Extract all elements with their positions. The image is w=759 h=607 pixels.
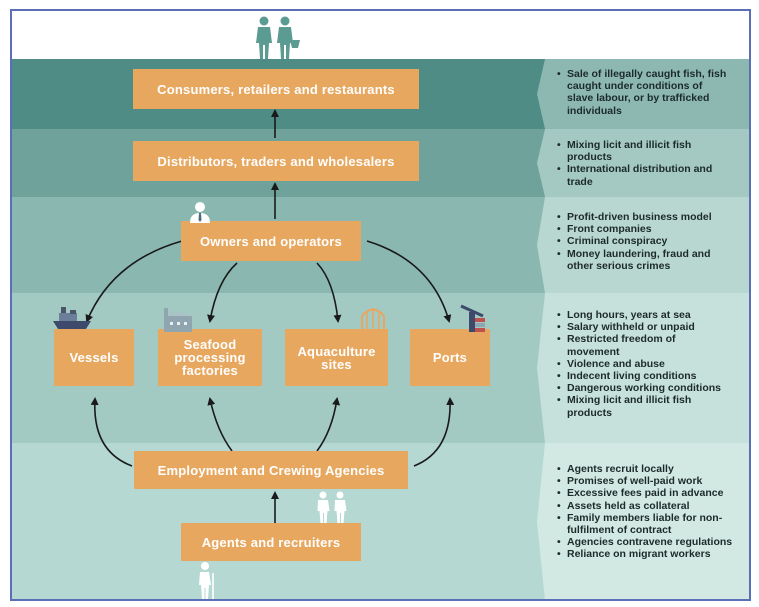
note-item: Salary withheld or unpaid	[557, 321, 722, 333]
notes-recruitment: Agents recruit locallyPromises of well-p…	[557, 463, 742, 561]
arrow-owners-to-vessels	[85, 240, 183, 323]
box-consumers: Consumers, retailers and restaurants	[133, 69, 419, 109]
notes-distributors: Mixing licit and illicit fish productsIn…	[557, 139, 727, 188]
note-item: Sale of illegally caught fish, fish caug…	[557, 68, 727, 117]
box-owners: Owners and operators	[181, 221, 361, 261]
box-ports: Ports	[410, 329, 490, 386]
arrow-employment-to-seafood	[207, 397, 233, 452]
note-item: Promises of well-paid work	[557, 475, 742, 487]
worker-icon	[199, 562, 214, 599]
aquaculture-cage-icon	[361, 308, 385, 331]
note-item: Reliance on migrant workers	[557, 548, 742, 560]
owner-person-icon	[190, 202, 210, 223]
note-item: International distribution and trade	[557, 163, 727, 187]
box-distributors: Distributors, traders and wholesalers	[133, 141, 419, 181]
note-item: Long hours, years at sea	[557, 309, 722, 321]
arrow-owners-to-ports	[366, 240, 452, 323]
consumers-couple-icon	[256, 16, 300, 59]
box-vessels: Vessels	[54, 329, 134, 386]
arrow-owners-to-seafood	[207, 262, 238, 323]
box-seafood: Seafood processing factories	[158, 329, 262, 386]
vessel-icon	[53, 307, 91, 329]
note-item: Violence and abuse	[557, 358, 722, 370]
notes-operations: Long hours, years at seaSalary withheld …	[557, 309, 722, 419]
notes-consumers: Sale of illegally caught fish, fish caug…	[557, 68, 727, 117]
note-item: Assets held as collateral	[557, 500, 742, 512]
note-item: Agencies contravene regulations	[557, 536, 742, 548]
arrow-employment-to-vessels	[90, 397, 133, 467]
note-item: Profit-driven business model	[557, 211, 727, 223]
note-item: Restricted freedom of movement	[557, 333, 722, 357]
notes-owners: Profit-driven business modelFront compan…	[557, 211, 727, 272]
agents-couple-icon	[317, 491, 347, 523]
note-item: Excessive fees paid in advance	[557, 487, 742, 499]
note-item: Family members liable for non-fulfilment…	[557, 512, 742, 536]
note-item: Mixing licit and illicit fish products	[557, 394, 722, 418]
note-item: Money laundering, fraud and other seriou…	[557, 248, 727, 272]
diagram-frame: Sale of illegally caught fish, fish caug…	[10, 9, 751, 601]
port-crane-icon	[460, 304, 485, 332]
box-aquaculture: Aquaculture sites	[285, 329, 388, 386]
arrow-employment-to-aquaculture	[316, 397, 341, 452]
note-item: Indecent living conditions	[557, 370, 722, 382]
box-employment: Employment and Crewing Agencies	[134, 451, 408, 489]
arrow-employment-to-ports	[413, 397, 455, 467]
note-item: Criminal conspiracy	[557, 235, 727, 247]
factory-icon	[164, 308, 192, 332]
note-item: Mixing licit and illicit fish products	[557, 139, 727, 163]
connector-arrows	[85, 109, 455, 523]
note-item: Dangerous working conditions	[557, 382, 722, 394]
arrow-owners-to-aquaculture	[316, 262, 342, 323]
note-item: Agents recruit locally	[557, 463, 742, 475]
note-item: Front companies	[557, 223, 727, 235]
box-agents: Agents and recruiters	[181, 523, 361, 561]
